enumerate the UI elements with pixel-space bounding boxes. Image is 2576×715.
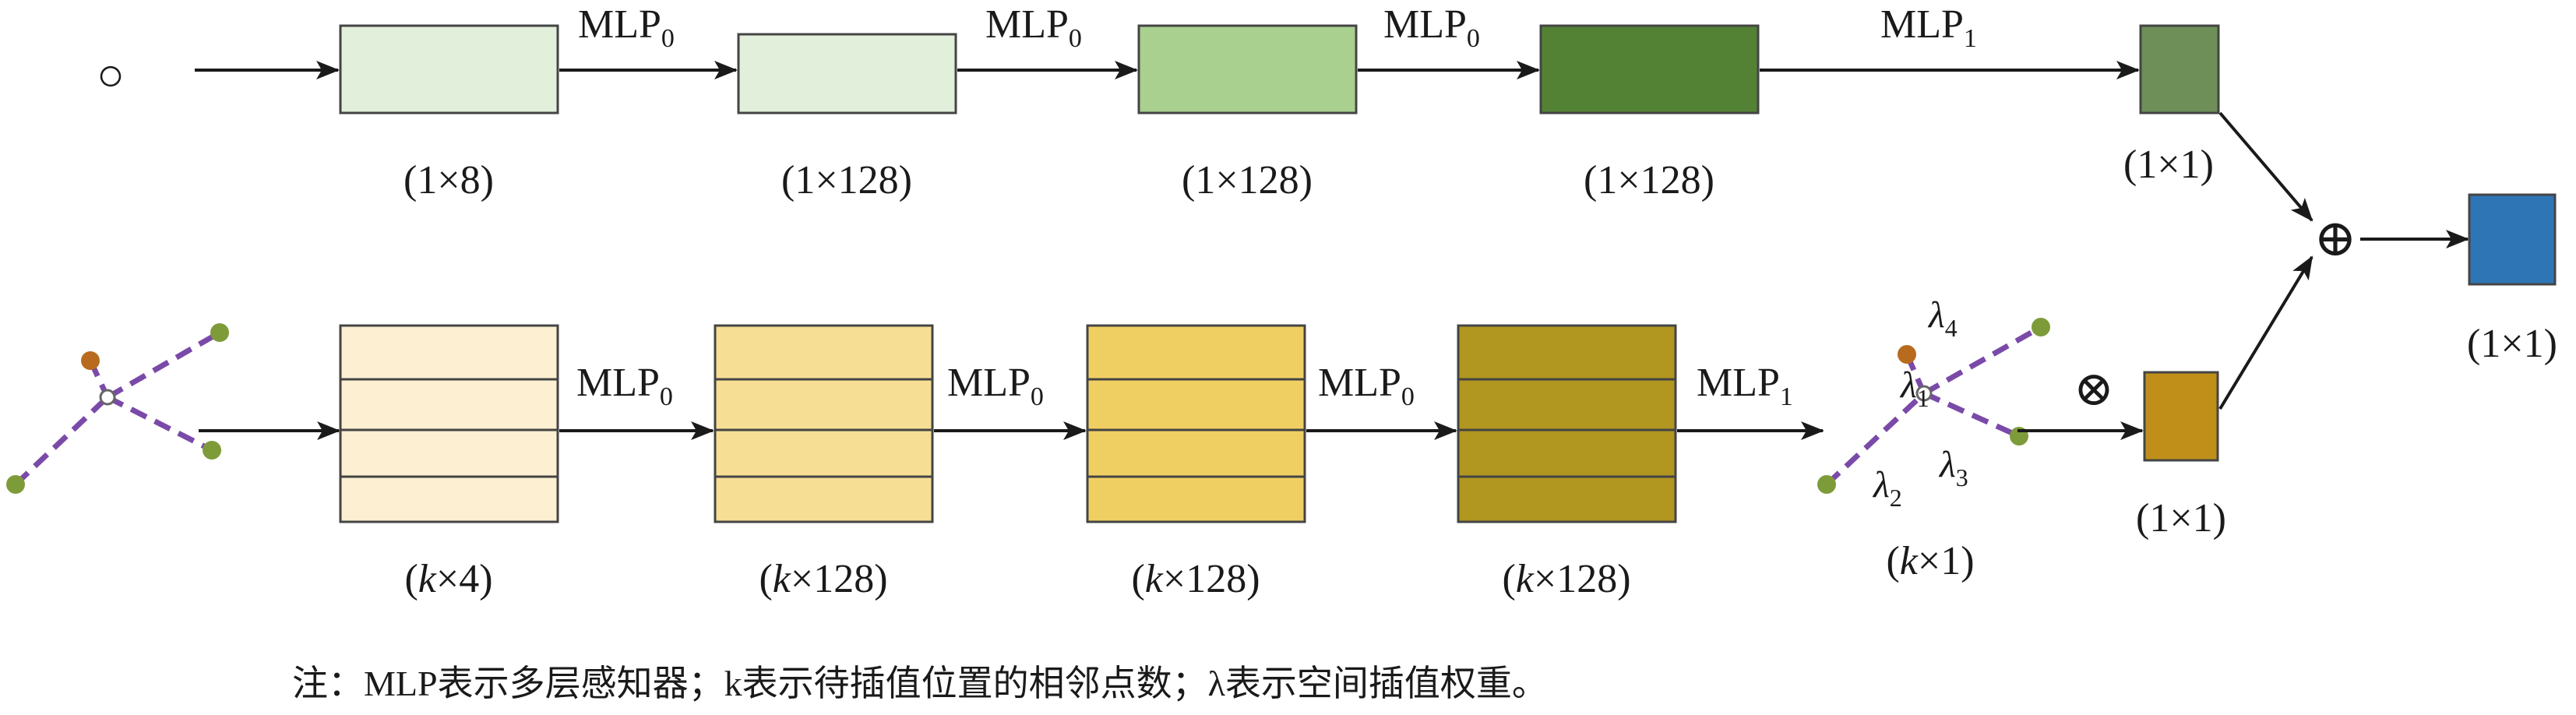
top-mlp-label-3: MLP0	[1383, 2, 1480, 53]
add-op-icon: ⊕	[2313, 210, 2356, 267]
lambda-2-label: λ2	[1872, 464, 1902, 512]
top-mlp-label-2: MLP0	[985, 2, 1082, 53]
top-output-box	[2139, 24, 2220, 114]
bottom-output-dim: (1×1)	[2136, 496, 2226, 541]
bottom-dim-2: (k×128)	[759, 557, 887, 601]
bottom-mlp-label-4: MLP1	[1697, 361, 1793, 411]
top-dim-5: (1×1)	[2123, 143, 2214, 187]
final-output-box	[2468, 193, 2557, 286]
input-point-symbol: ○	[97, 49, 125, 100]
multiply-op-icon: ⊗	[2074, 363, 2114, 416]
neighbor-points-glyph-weighted	[1817, 318, 2050, 494]
bottom-box-3	[1086, 324, 1306, 523]
top-box-4	[1539, 24, 1760, 114]
lambda-4-label: λ4	[1927, 294, 1958, 342]
merge-arrow-top	[2218, 111, 2313, 222]
lambda-1-label: λ1	[1899, 365, 1929, 412]
bottom-mlp-label-3: MLP0	[1318, 361, 1415, 411]
bottom-dim-5: (k×1)	[1886, 539, 1974, 583]
bottom-dim-4: (k×128)	[1502, 557, 1630, 601]
final-dim: (1×1)	[2467, 322, 2557, 366]
bottom-box-2	[714, 324, 934, 523]
top-dim-2: (1×128)	[781, 158, 912, 203]
top-dim-1: (1×8)	[403, 158, 494, 203]
bottom-mlp-label-2: MLP0	[947, 361, 1044, 411]
top-box-2	[737, 33, 957, 114]
top-box-3	[1137, 24, 1358, 114]
top-mlp-label-1: MLP0	[578, 2, 675, 53]
bottom-output-box	[2143, 371, 2219, 462]
lambda-3-label: λ3	[1938, 444, 1968, 491]
top-dim-4: (1×128)	[1584, 158, 1714, 203]
top-mlp-label-4: MLP1	[1880, 2, 1977, 53]
neighbor-points-glyph-left	[6, 323, 229, 494]
bottom-mlp-label-1: MLP0	[576, 361, 673, 411]
bottom-dim-1: (k×4)	[404, 557, 492, 601]
bottom-box-4	[1457, 324, 1677, 523]
top-dim-3: (1×128)	[1182, 158, 1313, 203]
merge-arrow-bottom	[2218, 255, 2313, 410]
bottom-dim-3: (k×128)	[1131, 557, 1260, 601]
top-box-1	[339, 24, 559, 114]
figure-note: 注：MLP表示多层感知器；k表示待插值位置的相邻点数；λ表示空间插值权重。	[292, 664, 1548, 703]
bottom-box-1	[339, 324, 559, 523]
